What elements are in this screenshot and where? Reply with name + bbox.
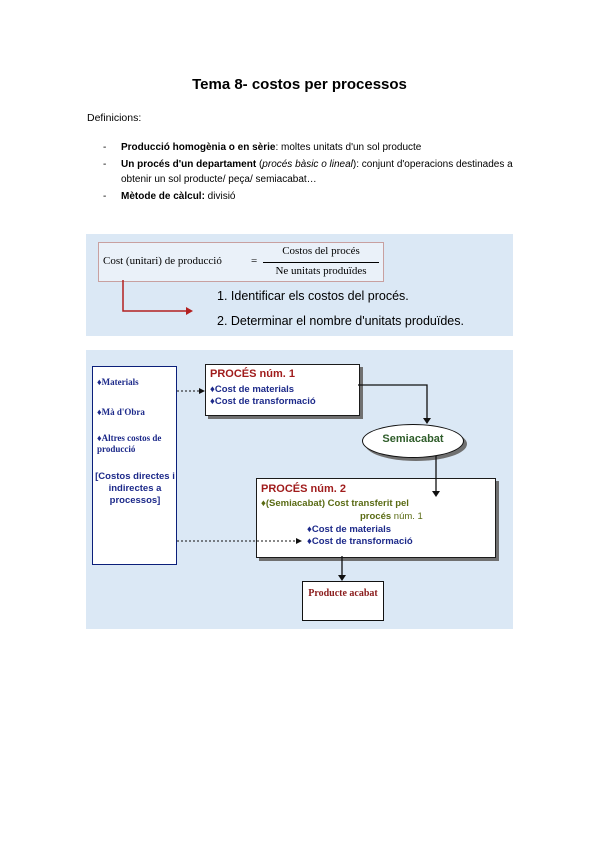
process-diagram: ♦Materials ♦Mà d'Obra ♦Altres costos de … xyxy=(86,350,513,629)
list-item: - Producció homogènia o en sèrie: moltes… xyxy=(103,140,523,155)
input-labour: ♦Mà d'Obra xyxy=(97,407,145,417)
formula-numerator: Costos del procés xyxy=(282,245,360,257)
final-product-box: Producte acabat xyxy=(302,581,384,621)
final-product-label: Producte acabat xyxy=(308,588,378,599)
definition-text: : moltes unitats d'un sol producte xyxy=(275,142,422,153)
formula-panel: Cost (unitari) de producció = Costos del… xyxy=(86,234,513,336)
formula-box: Cost (unitari) de producció = Costos del… xyxy=(98,242,384,282)
definition-text: : conjunt d'operacions destinades a obte… xyxy=(121,159,513,185)
arrow-head-icon xyxy=(186,307,193,315)
transfer-number: núm. 1 xyxy=(393,511,423,522)
process-one-materials: ♦Cost de materials xyxy=(210,384,295,395)
arrow-head-icon xyxy=(199,388,205,394)
paren-close: ) xyxy=(352,159,357,170)
input-materials: ♦Materials xyxy=(97,377,139,387)
definition-text: divisió xyxy=(204,191,236,202)
list-dash: - xyxy=(103,142,107,153)
input-other-costs: ♦Altres costos de producció xyxy=(97,433,162,454)
arrow-head-icon xyxy=(432,491,440,497)
process-two-materials: ♦Cost de materials xyxy=(307,524,392,535)
paren-open: ( xyxy=(256,159,263,170)
definition-italic: procés bàsic o lineal xyxy=(262,159,353,170)
definitions-list: - Producció homogènia o en sèrie: moltes… xyxy=(103,140,523,206)
process-two-title: PROCÉS núm. 2 xyxy=(261,483,346,495)
process-one-transformation: ♦Cost de transformació xyxy=(210,396,316,407)
formula-left: Cost (unitari) de producció xyxy=(103,255,222,267)
arrow-head-icon xyxy=(338,575,346,581)
arrow-head-icon xyxy=(423,418,431,424)
process-two-transfer: ♦(Semiacabat) Cost transferit pel xyxy=(261,498,409,509)
list-dash: - xyxy=(103,159,107,170)
process-two-box: PROCÉS núm. 2 ♦(Semiacabat) Cost transfe… xyxy=(256,478,496,558)
list-dash: - xyxy=(103,191,107,202)
page-title: Tema 8- costos per processos xyxy=(192,76,407,93)
formula-arrow xyxy=(122,280,193,315)
definition-term: Mètode de càlcul: xyxy=(121,191,205,202)
formula-denominator: Ne unitats produïdes xyxy=(275,265,367,277)
definitions-heading: Definicions: xyxy=(87,112,142,124)
formula-equals: = xyxy=(251,255,258,267)
process-one-box: PROCÉS núm. 1 ♦Cost de materials ♦Cost d… xyxy=(205,364,360,416)
arrow-head-icon xyxy=(296,538,302,544)
semiacabat-label: Semiacabat xyxy=(382,433,444,445)
process-two-transformation: ♦Cost de transformació xyxy=(307,536,413,547)
list-item: - Un procés d'un departament (procés bàs… xyxy=(103,157,523,187)
fraction-bar xyxy=(263,262,379,263)
definition-term: Un procés d'un departament xyxy=(121,159,257,170)
step-one: 1. Identificar els costos del procés. xyxy=(217,289,409,303)
transfer-word: procés xyxy=(360,511,394,522)
diagram-connectors xyxy=(177,384,440,581)
list-item: - Mètode de càlcul: divisió xyxy=(103,189,523,204)
inputs-box: ♦Materials ♦Mà d'Obra ♦Altres costos de … xyxy=(92,366,177,565)
arrow-line xyxy=(122,280,186,312)
process-two-transfer-cont: procés núm. 1 xyxy=(360,511,423,523)
process-one-title: PROCÉS núm. 1 xyxy=(210,368,295,380)
definition-term: Producció homogènia o en sèrie xyxy=(121,142,276,153)
arrow-line xyxy=(358,384,428,419)
step-two: 2. Determinar el nombre d'unitats produï… xyxy=(217,314,464,328)
semiacabat-ellipse: Semiacabat xyxy=(362,424,464,458)
inputs-note: [Costos directes i indirectes a processo… xyxy=(95,471,175,506)
